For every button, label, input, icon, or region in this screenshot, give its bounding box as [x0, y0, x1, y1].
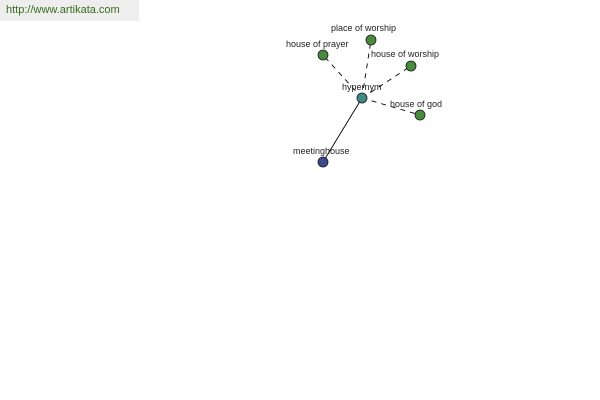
node-house-of-worship-label: house of worship	[371, 49, 439, 59]
node-meetinghouse[interactable]: meetinghouse	[293, 146, 350, 168]
node-house-of-god-label: house of god	[390, 99, 442, 109]
node-house-of-prayer[interactable]: house of prayer	[286, 39, 349, 61]
node-house-of-god-marker[interactable]	[414, 109, 426, 121]
node-meetinghouse-label: meetinghouse	[293, 146, 350, 156]
node-house-of-worship-marker[interactable]	[405, 60, 417, 72]
node-place-of-worship-label: place of worship	[331, 23, 396, 33]
node-house-of-worship[interactable]: house of worship	[371, 49, 439, 72]
node-house-of-prayer-label: house of prayer	[286, 39, 349, 49]
node-house-of-prayer-marker[interactable]	[317, 49, 329, 61]
node-place-of-worship-marker[interactable]	[365, 34, 377, 46]
node-meetinghouse-marker[interactable]	[317, 156, 329, 168]
node-place-of-worship[interactable]: place of worship	[331, 23, 396, 46]
graph-nodes: hypernym place of worship house of praye…	[286, 23, 442, 168]
edge-hypernym-house-of-god	[361, 97, 421, 116]
node-house-of-god[interactable]: house of god	[390, 99, 442, 121]
node-hypernym-marker[interactable]	[356, 92, 368, 104]
node-hypernym[interactable]: hypernym	[342, 82, 382, 104]
site-url-link[interactable]: http://www.artikata.com	[0, 0, 139, 21]
edge-hypernym-meetinghouse	[322, 97, 363, 163]
node-hypernym-label: hypernym	[342, 82, 382, 92]
graph-edges	[322, 39, 421, 163]
